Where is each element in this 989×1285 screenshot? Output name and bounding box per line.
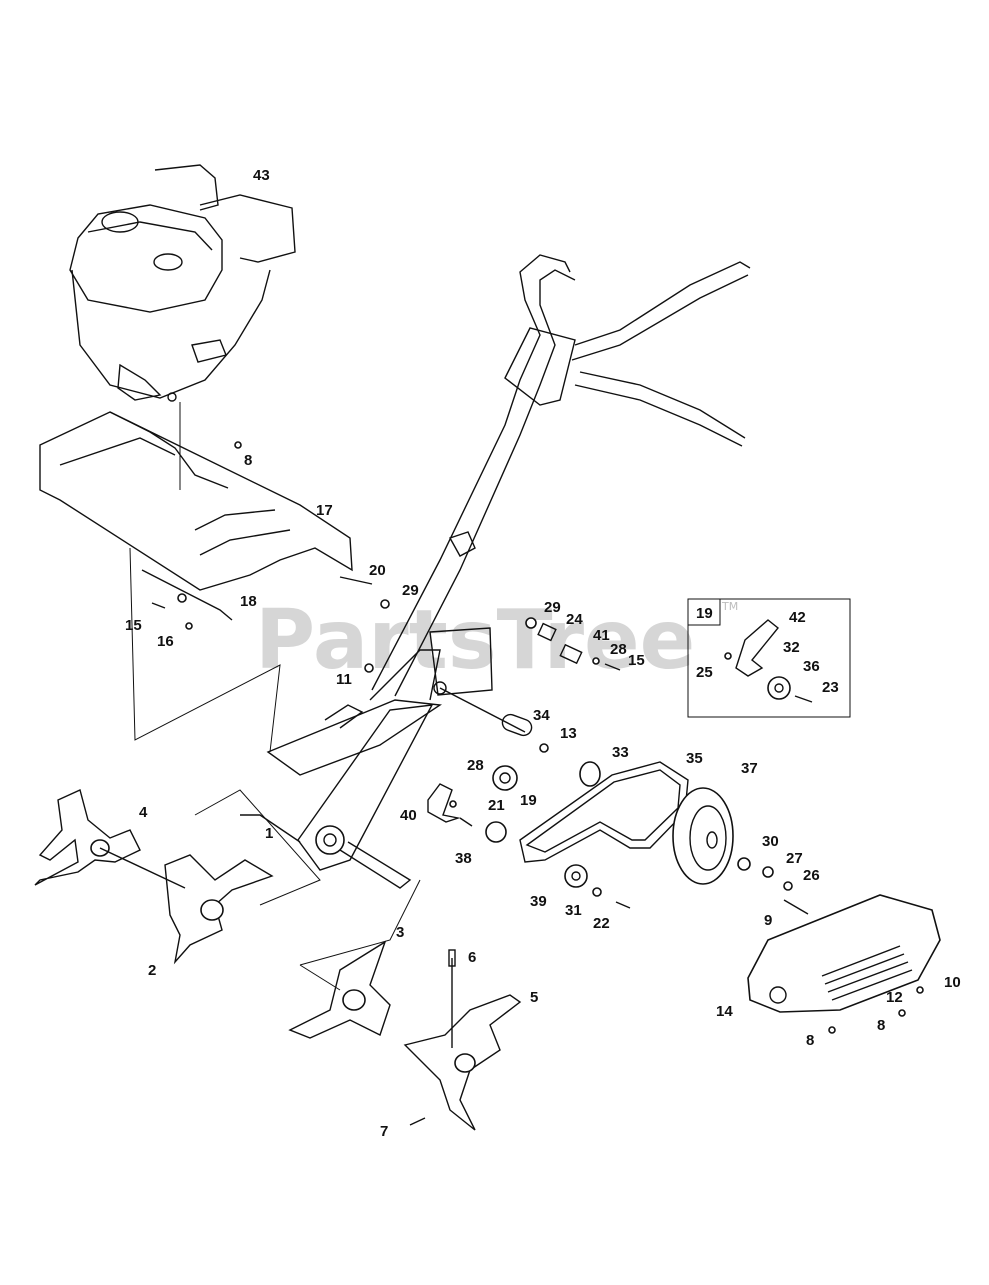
callout-2: 2 — [148, 962, 156, 979]
callout-3: 3 — [396, 924, 404, 941]
callout-14: 14 — [716, 1003, 733, 1020]
inset-label: 19 — [696, 605, 713, 622]
callout-35: 35 — [686, 750, 703, 767]
engine — [69, 164, 296, 402]
callout-42: 42 — [789, 609, 806, 626]
callout-10: 10 — [944, 974, 961, 991]
callout-4: 4 — [139, 804, 148, 821]
callout-19: 19 — [520, 792, 537, 809]
callout-30: 30 — [762, 833, 779, 850]
callout-37: 37 — [741, 760, 758, 777]
watermark-trademark: TM — [721, 600, 738, 613]
callout-15: 15 — [628, 652, 645, 669]
callout-5: 5 — [530, 989, 538, 1006]
callout-8: 8 — [877, 1017, 885, 1034]
callout-7: 7 — [380, 1123, 388, 1140]
callout-28: 28 — [610, 641, 627, 658]
callout-33: 33 — [612, 744, 629, 761]
tine-shield — [39, 402, 353, 621]
callout-32: 32 — [783, 639, 800, 656]
callout-27: 27 — [786, 850, 803, 867]
callout-40: 40 — [400, 807, 417, 824]
inset-box: 19 — [687, 598, 851, 718]
callout-29: 29 — [544, 599, 561, 616]
callout-17: 17 — [316, 502, 333, 519]
tines — [34, 789, 522, 1131]
callout-31: 31 — [565, 902, 582, 919]
belt-pulleys — [485, 713, 734, 888]
callout-11: 11 — [336, 671, 352, 688]
callout-21: 21 — [488, 797, 505, 814]
callout-29: 29 — [402, 582, 419, 599]
callout-23: 23 — [822, 679, 839, 696]
callout-20: 20 — [369, 562, 386, 579]
callout-13: 13 — [560, 725, 577, 742]
callout-43: 43 — [253, 167, 270, 184]
fasteners — [151, 441, 924, 1126]
frame — [240, 627, 526, 889]
callout-8: 8 — [244, 452, 252, 469]
callout-24: 24 — [566, 611, 583, 628]
callout-39: 39 — [530, 893, 547, 910]
explode-lines — [129, 547, 421, 991]
callout-9: 9 — [764, 912, 772, 929]
callout-15: 15 — [125, 617, 142, 634]
callout-25: 25 — [696, 664, 713, 681]
callout-38: 38 — [455, 850, 472, 867]
callout-28: 28 — [467, 757, 484, 774]
handle-assembly — [371, 254, 751, 697]
callout-22: 22 — [593, 915, 610, 932]
callout-18: 18 — [240, 593, 257, 610]
belt-cover — [747, 894, 941, 1013]
callout-16: 16 — [157, 633, 174, 650]
callout-36: 36 — [803, 658, 820, 675]
callout-labels: 43 8 17 20 29 18 15 16 29 24 41 28 15 11… — [125, 167, 961, 1140]
callout-12: 12 — [886, 989, 903, 1006]
callout-1: 1 — [265, 825, 273, 842]
callout-26: 26 — [803, 867, 820, 884]
callout-34: 34 — [533, 707, 550, 724]
callout-6: 6 — [468, 949, 476, 966]
watermark-text: PartsTree — [255, 593, 695, 688]
callout-41: 41 — [593, 627, 610, 644]
callout-8: 8 — [806, 1032, 814, 1049]
